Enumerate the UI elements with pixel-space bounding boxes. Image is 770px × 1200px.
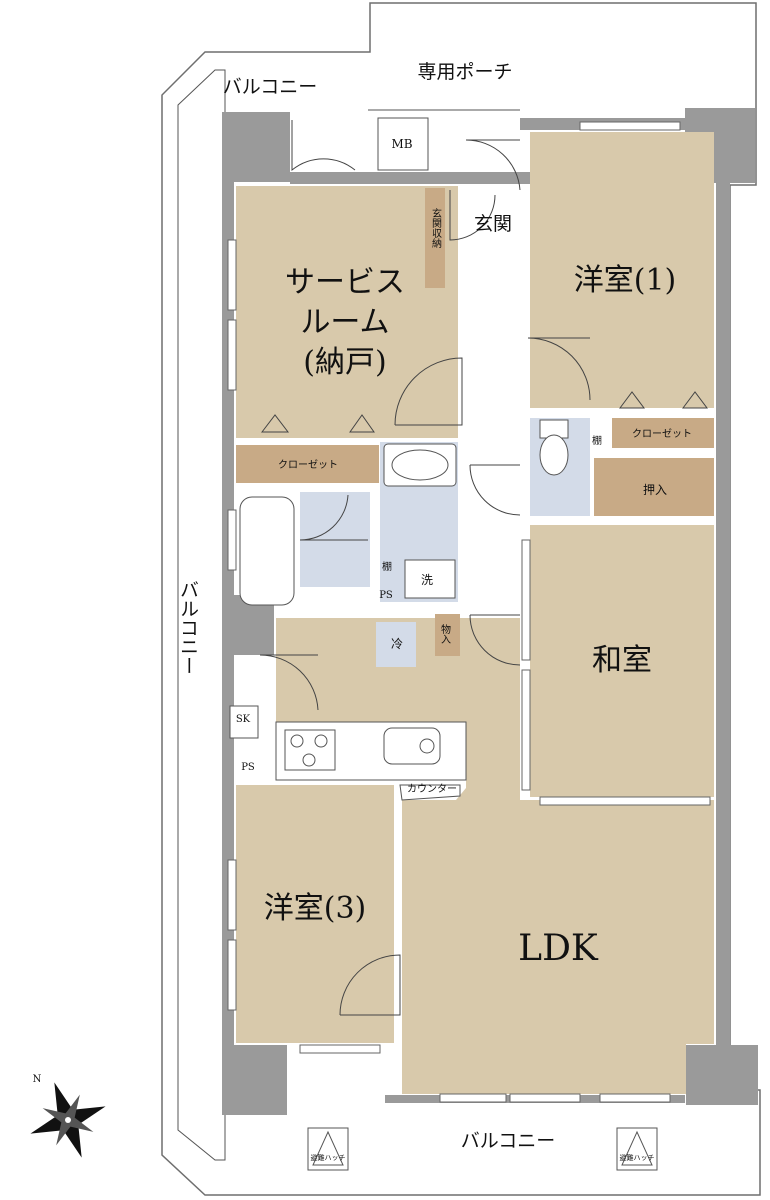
label-ldk: LDK [518,928,599,969]
ldk-floor [276,618,714,1094]
label-closet-2: クローゼット [632,428,692,440]
label-entrance: 玄関 [474,213,512,235]
sk-box [229,705,259,739]
evacuation-hatches [307,1127,658,1171]
label-hatch-2: 避難ハッチ [620,1153,655,1162]
label-oshiire: 押入 [643,483,667,497]
doors [259,120,708,1016]
label-shelf-1: 棚 [592,434,602,447]
hatch-right-box [616,1127,658,1171]
label-shelf-2: 棚 [382,560,392,573]
fixtures [229,117,569,801]
japanese-room-floor [530,525,714,797]
service-room-floor [236,186,458,438]
label-service-room-3: (納戸) [303,345,386,380]
label-closet-1: クローゼット [278,459,338,471]
hatch-left-box [307,1127,349,1171]
windows [227,121,711,1103]
western-room-3-floor [236,785,394,1043]
label-western-room-1: 洋室(1) [574,263,677,298]
mb-box [377,117,429,171]
label-mb: MB [391,137,412,151]
label-service-room-1: サービス [285,265,405,300]
washer-pan [404,559,456,599]
label-counter: カウンター [407,783,457,795]
label-service-room-2: ルーム [300,305,389,340]
stove [284,729,336,771]
kitchen-sink [383,727,441,765]
label-fridge: 冷 [391,637,403,651]
toilet-bowl [539,434,569,476]
label-sk: SK [236,714,251,725]
label-japanese-room: 和室 [592,643,652,678]
label-washer: 洗 [421,573,433,587]
fridge-space [376,622,416,667]
compass-rose [30,1082,106,1158]
western-room-1-floor [530,132,714,408]
label-balcony-top: バルコニー [223,76,318,98]
label-balcony-left: バルコニー [177,580,199,675]
label-hatch-1: 避難ハッチ [311,1153,346,1162]
bathtub [239,496,295,606]
label-balcony-bottom: バルコニー [461,1130,556,1152]
label-ps-2: PS [241,762,255,773]
label-western-room-3: 洋室(3) [264,891,367,926]
label-storage: 物入 [439,623,451,644]
label-porch: 専用ポーチ [417,61,512,83]
label-compass-north: N [33,1074,42,1085]
label-entry-storage: 玄関収納 [430,207,442,249]
label-ps-1: PS [379,590,393,601]
closets [236,188,714,656]
